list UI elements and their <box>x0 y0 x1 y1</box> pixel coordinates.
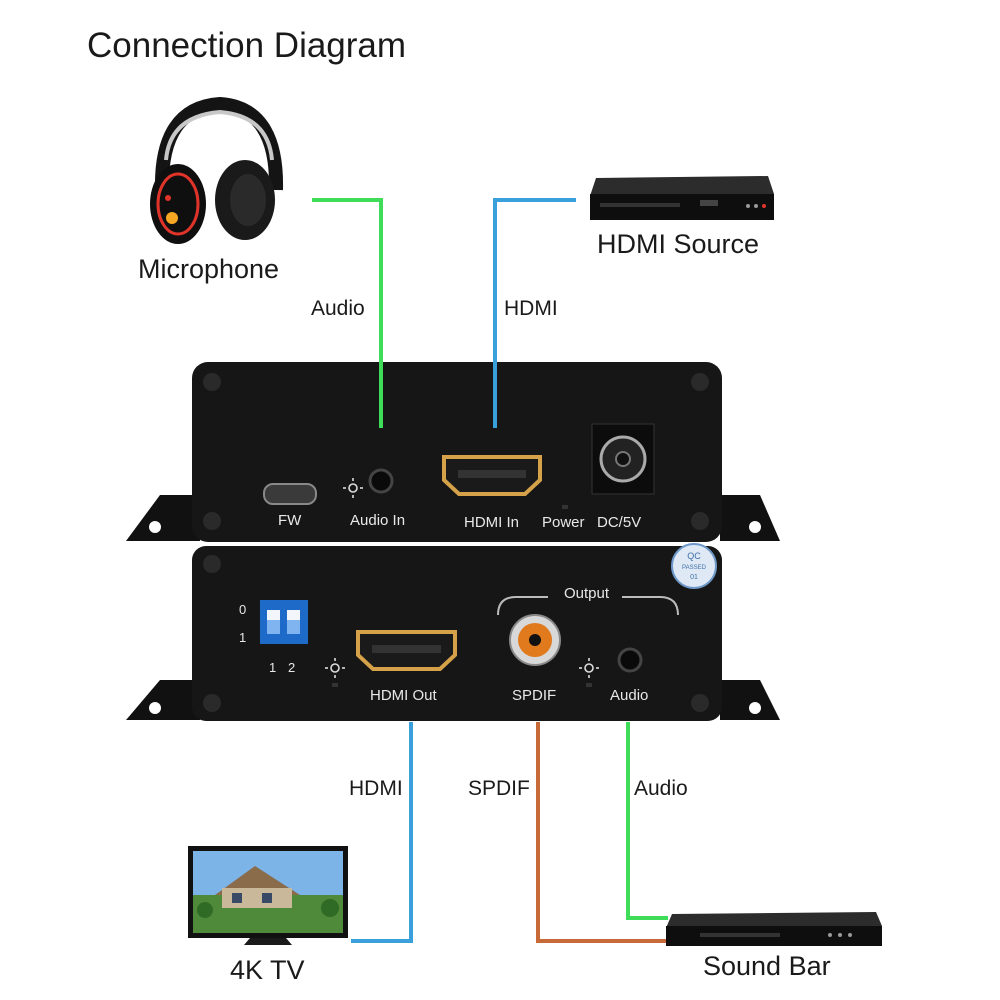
flange-hole <box>149 521 161 533</box>
audio-in-jack <box>368 468 394 494</box>
audio-in-cable <box>312 198 383 428</box>
bottom-unit-left-flange <box>126 680 200 720</box>
tv-label: 4K TV <box>230 955 305 985</box>
output-bracket-right <box>622 596 679 616</box>
hdmi-in-port-label: HDMI In <box>464 514 520 531</box>
screw-icon <box>203 555 221 573</box>
page-title: Connection Diagram <box>87 26 407 65</box>
hdmi-in-pins <box>458 470 526 478</box>
spdif-cable-label: SPDIF <box>468 777 530 800</box>
top-unit-left-flange <box>126 495 200 541</box>
screw-icon <box>203 694 221 712</box>
screw-icon <box>691 373 709 391</box>
sound-bar-label: Sound Bar <box>703 951 831 981</box>
headphones-icon <box>150 96 284 244</box>
audio-out-jack <box>617 647 643 673</box>
dip-label-0: 0 <box>239 602 247 617</box>
audio-out-cable-label: Audio <box>634 777 688 800</box>
dip-switch-2-label: 2 <box>288 660 296 675</box>
power-label: Power <box>542 514 585 531</box>
dc-label: DC/5V <box>597 514 642 531</box>
led-sun-icon <box>343 478 363 498</box>
bottom-unit: QC PASSED 01 <box>126 543 780 721</box>
dip-label-1: 1 <box>239 630 247 645</box>
screw-icon <box>691 694 709 712</box>
screw-icon <box>691 512 709 530</box>
audio-out-port-label: Audio <box>610 687 649 704</box>
fw-port-label: FW <box>278 512 302 529</box>
tv-icon <box>188 846 348 945</box>
top-unit <box>126 362 780 542</box>
top-unit-right-flange <box>720 495 780 541</box>
fw-usb-port <box>263 483 317 505</box>
qc-passed-sticker: QC PASSED 01 <box>671 543 717 589</box>
hdmi-out-cable-label: HDMI <box>349 777 403 800</box>
hdmi-source-device-icon <box>590 176 774 220</box>
spdif-port-label: SPDIF <box>512 687 557 704</box>
cables <box>312 198 668 943</box>
spdif-cable <box>536 722 668 943</box>
led-sun-icon <box>579 658 599 678</box>
microphone-label: Microphone <box>138 254 280 284</box>
sound-bar-device-icon <box>666 912 882 946</box>
qc-line3: 01 <box>690 574 698 581</box>
screw-icon <box>203 512 221 530</box>
hdmi-in-cable <box>493 198 576 428</box>
dip-switch-1-label: 1 <box>269 660 277 675</box>
flange-hole <box>749 702 761 714</box>
screw-icon <box>203 373 221 391</box>
flange-hole <box>749 521 761 533</box>
top-unit-body <box>192 362 722 542</box>
audio-in-port-label: Audio In <box>350 512 406 529</box>
led-sun-icon <box>325 658 345 678</box>
power-led <box>562 505 568 509</box>
flange-hole <box>149 702 161 714</box>
qc-line1: QC <box>687 551 701 561</box>
output-bracket-left <box>497 596 548 616</box>
bottom-unit-right-flange <box>720 680 780 720</box>
qc-line2: PASSED <box>682 565 707 571</box>
hdmi-in-cable-label: HDMI <box>504 297 558 320</box>
hdmi-out-port-label: HDMI Out <box>370 687 437 704</box>
audio-in-cable-label: Audio <box>311 297 365 320</box>
hdmi-out-cable <box>351 722 413 943</box>
output-label: Output <box>564 585 610 602</box>
audio-out-cable <box>626 722 668 920</box>
hdmi-source-label: HDMI Source <box>597 229 760 259</box>
